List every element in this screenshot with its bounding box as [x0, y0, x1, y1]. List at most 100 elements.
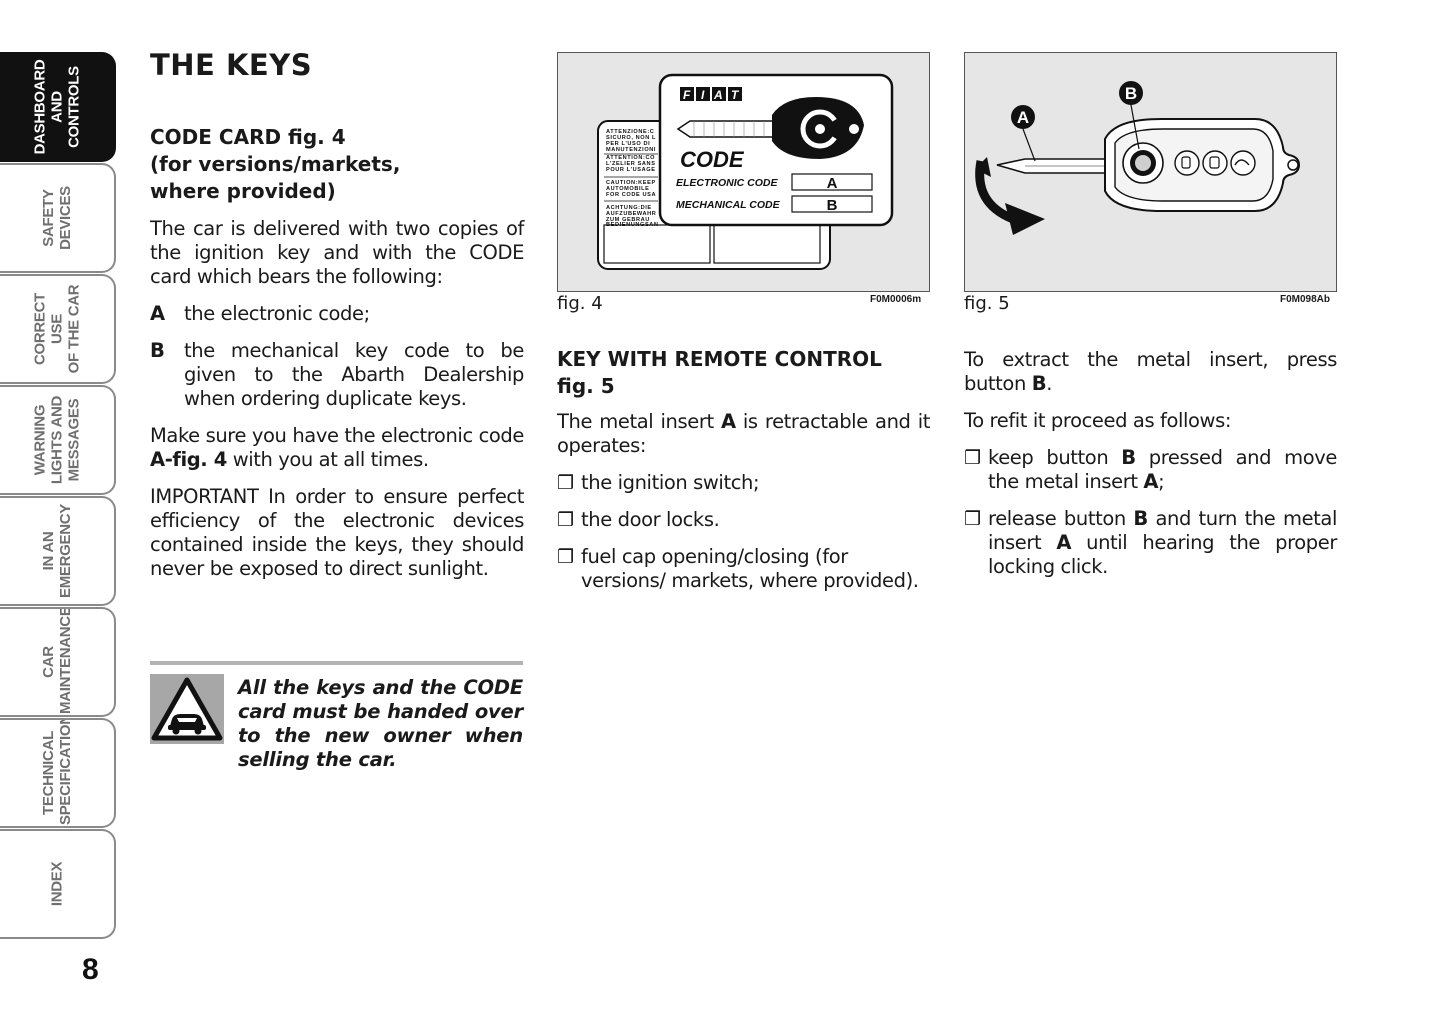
tab-label: SAFETY DEVICES: [40, 186, 74, 250]
figure-label: fig. 5: [964, 293, 1010, 314]
tab-dashboard-and-controls[interactable]: DASHBOARD AND CONTROLS: [0, 52, 116, 162]
electronic-code-label: ELECTRONIC CODE: [676, 177, 779, 189]
marker-a: A: [1017, 108, 1029, 127]
warning-divider: [150, 661, 523, 665]
list-item: ❒ fuel cap opening/closing (for versions…: [557, 545, 930, 593]
text-run: To extract the metal insert, press butto…: [964, 348, 1337, 395]
checkbox-bullet-icon: ❒: [964, 447, 981, 469]
checkbox-bullet-icon: ❒: [557, 509, 574, 531]
list-item-a: A the electronic code;: [150, 302, 524, 326]
item-text: the ignition switch;: [581, 471, 760, 494]
column-code-card: THE KEYS CODE CARD fig. 4 (for versions/…: [150, 48, 524, 594]
tab-label: IN AN EMERGENCY: [40, 504, 74, 598]
heading-line: (for versions/markets,: [150, 152, 401, 176]
back-line: AUFZUBEWAHR: [606, 211, 656, 217]
insert-letter: A: [720, 410, 736, 433]
item-letter: A: [150, 302, 165, 325]
page-number: 8: [82, 953, 99, 986]
marker-b: B: [1125, 84, 1137, 103]
tab-car-maintenance[interactable]: CAR MAINTENANCE: [0, 607, 116, 717]
back-line: PER L'USO DI: [606, 141, 650, 147]
refit-paragraph: To refit it proceed as follows:: [964, 409, 1232, 432]
item-text: release button B and turn the metal inse…: [988, 507, 1337, 579]
back-line: ATTENZIONE:C: [606, 129, 654, 135]
insert-letter: A: [1143, 470, 1159, 493]
figure-code: F0M098Ab: [1280, 294, 1331, 305]
button-letter: B: [1121, 446, 1136, 469]
column-remote-key: KEY WITH REMOTE CONTROL fig. 5 The metal…: [557, 346, 930, 606]
electronic-code-value: A: [827, 175, 838, 192]
page-title: THE KEYS: [150, 48, 313, 82]
remote-intro-paragraph: The metal insert A is retractable and it…: [557, 410, 930, 458]
tab-label: WARNING LIGHTS AND MESSAGES: [31, 395, 83, 485]
back-line: POUR L'USAGE: [606, 167, 656, 173]
back-line: L'ZELIER SANS: [606, 161, 656, 167]
fiat-logo: F I A T: [680, 87, 742, 102]
svg-text:A: A: [713, 88, 723, 102]
list-item-b: B the mechanical key code to be given to…: [150, 339, 524, 411]
tab-label: DASHBOARD AND CONTROLS: [31, 59, 83, 155]
item-text: the mechanical key code to be given to t…: [184, 339, 524, 410]
car-warning-icon: [150, 674, 224, 744]
list-item: ❒ release button B and turn the metal in…: [964, 507, 1337, 579]
tab-technical-specifications[interactable]: TECHNICAL SPECIFICATIONS: [0, 718, 116, 828]
text-run: pressed and move the metal insert: [988, 446, 1337, 493]
intro-paragraph: The car is delivered with two copies of …: [150, 217, 524, 288]
text-run: .: [1046, 372, 1052, 395]
heading-line: CODE CARD fig. 4: [150, 125, 346, 149]
tab-correct-use[interactable]: CORRECT USE OF THE CAR: [0, 274, 116, 384]
list-item: ❒ keep button B pressed and move the met…: [964, 446, 1337, 494]
checkbox-bullet-icon: ❒: [557, 472, 574, 494]
card-back-text: ATTENZIONE:C SICURO, NON L PER L'USO DI …: [606, 129, 659, 228]
text-run: ;: [1158, 470, 1165, 493]
tab-safety-devices[interactable]: SAFETY DEVICES: [0, 163, 116, 273]
back-line: ZUM GEBRAU: [606, 217, 650, 223]
back-line: ACHTUNG:DIE: [606, 205, 652, 211]
figure-reference: A-fig. 4: [150, 448, 227, 471]
code-card-figure: ATTENZIONE:C SICURO, NON L PER L'USO DI …: [557, 52, 930, 292]
tab-warning-lights[interactable]: WARNING LIGHTS AND MESSAGES: [0, 385, 116, 495]
mechanical-code-label: MECHANICAL CODE: [676, 199, 781, 211]
tab-index[interactable]: INDEX: [0, 829, 116, 939]
important-paragraph: IMPORTANT In order to ensure perfect eff…: [150, 485, 524, 580]
heading-line: KEY WITH REMOTE CONTROL: [557, 347, 882, 371]
checkbox-bullet-icon: ❒: [964, 508, 981, 530]
text-run: release button: [988, 507, 1134, 530]
item-letter: B: [150, 339, 165, 362]
tab-label: INDEX: [48, 861, 66, 907]
text-run: with you at all times.: [226, 448, 429, 471]
figure-label: fig. 4: [557, 293, 603, 314]
remote-key-figure: A B: [964, 52, 1337, 292]
text-run: Make sure you have the electronic code: [150, 424, 524, 447]
back-line: AUTOMOBILE: [606, 186, 650, 192]
heading-line: fig. 5: [557, 374, 615, 398]
item-text: fuel cap opening/closing (for versions/ …: [581, 545, 919, 592]
remote-key-heading: KEY WITH REMOTE CONTROL fig. 5: [557, 346, 930, 400]
tab-in-an-emergency[interactable]: IN AN EMERGENCY: [0, 496, 116, 606]
code-card-heading: CODE CARD fig. 4 (for versions/markets, …: [150, 124, 524, 205]
tab-label: CORRECT USE OF THE CAR: [31, 284, 83, 374]
text-run: and turn the metal insert: [988, 507, 1337, 554]
back-line: BEDIENUNGSAN: [606, 222, 659, 228]
chapter-tabs: DASHBOARD AND CONTROLS SAFETY DEVICES CO…: [0, 52, 118, 940]
text-run: The metal insert: [557, 410, 721, 433]
button-letter: B: [1133, 507, 1148, 530]
svg-text:F: F: [683, 88, 691, 102]
back-line: SICURO, NON L: [606, 135, 656, 141]
column-insert-instructions: To extract the metal insert, press butto…: [964, 348, 1337, 592]
svg-text:I: I: [701, 88, 705, 102]
svg-text:T: T: [731, 88, 740, 102]
electronic-code-paragraph: Make sure you have the electronic code A…: [150, 424, 524, 472]
list-item: ❒ the ignition switch;: [557, 471, 930, 495]
back-line: ATTENTION:CO: [606, 155, 655, 161]
button-letter: B: [1031, 372, 1047, 395]
figure-code: F0M0006m: [870, 294, 922, 305]
tab-label: TECHNICAL SPECIFICATIONS: [40, 718, 74, 825]
item-text: keep button B pressed and move the metal…: [988, 446, 1337, 494]
text-run: until hearing the proper locking click.: [988, 531, 1338, 578]
heading-line: where provided): [150, 179, 336, 203]
text-run: keep button: [988, 446, 1122, 469]
card-title: CODE: [680, 147, 745, 172]
tab-label: CAR MAINTENANCE: [40, 607, 74, 714]
checkbox-bullet-icon: ❒: [557, 546, 574, 568]
